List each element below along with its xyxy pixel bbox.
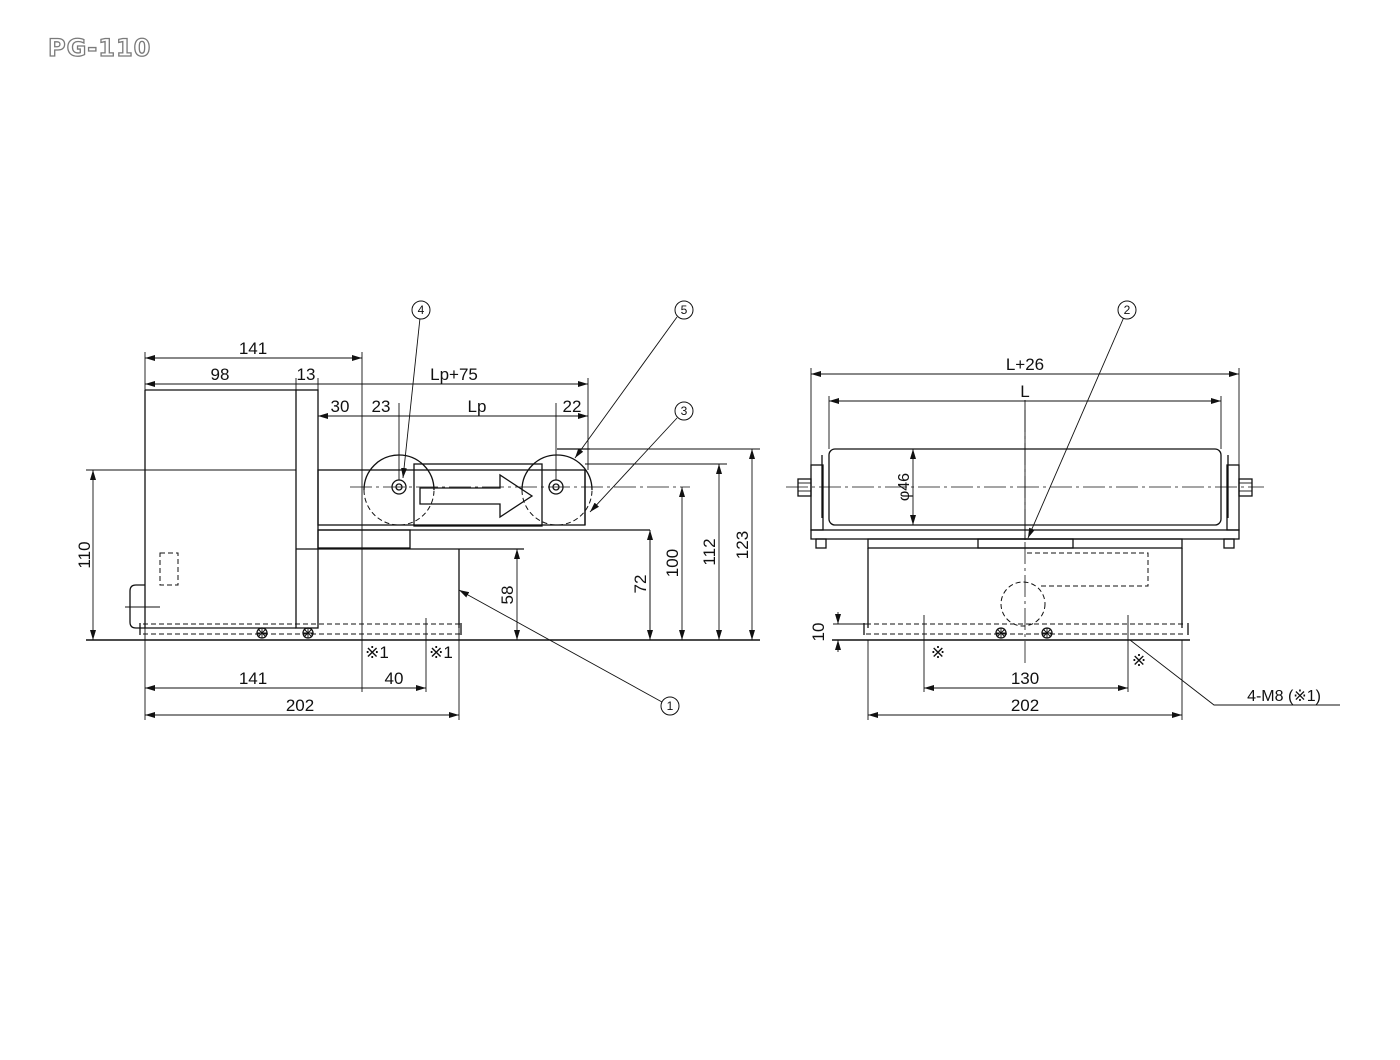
balloon-3 xyxy=(674,401,694,421)
dim-lp75: Lp+75 xyxy=(430,365,478,384)
frame-rail xyxy=(317,469,586,526)
svg-text:4: 4 xyxy=(418,303,425,317)
dim-123: 123 xyxy=(733,531,752,559)
mark-note-a: ※ xyxy=(931,643,945,662)
balloon-5 xyxy=(674,300,694,320)
dim-110: 110 xyxy=(75,541,94,568)
dim-202-side: 202 xyxy=(286,696,314,715)
dim-l: L xyxy=(1020,382,1029,401)
dim-141-bottom: 141 xyxy=(239,669,267,688)
mark-note-1b: ※1 xyxy=(429,643,453,662)
dim-22: 22 xyxy=(563,397,582,416)
dim-72: 72 xyxy=(631,575,650,594)
dim-141-top: 141 xyxy=(239,339,267,358)
front-view: L+26 L φ46 10 130 202 ※ ※ 4-M8 (※1) 2 xyxy=(786,300,1340,720)
callout-4-m8: 4-M8 (※1) xyxy=(1247,688,1321,705)
dim-10: 10 xyxy=(809,623,828,642)
balloon-1 xyxy=(660,696,680,716)
dim-23: 23 xyxy=(372,397,391,416)
svg-text:2: 2 xyxy=(1124,303,1131,317)
balloon-4 xyxy=(411,300,431,320)
mark-note-1a: ※1 xyxy=(365,643,389,662)
dim-30: 30 xyxy=(331,397,350,416)
svg-text:5: 5 xyxy=(681,303,688,317)
dim-l26: L+26 xyxy=(1006,355,1044,374)
dim-13: 13 xyxy=(297,365,316,384)
direction-arrow-icon xyxy=(419,473,534,519)
dim-130: 130 xyxy=(1011,669,1039,688)
side-plate xyxy=(295,389,319,629)
dim-112: 112 xyxy=(700,538,719,565)
drawing-title: PG-110 xyxy=(47,33,152,62)
dim-202-front: 202 xyxy=(1011,696,1039,715)
mark-note-b: ※ xyxy=(1132,651,1146,670)
dim-98: 98 xyxy=(211,365,230,384)
direction-box xyxy=(413,463,543,527)
balloon-2 xyxy=(1117,300,1137,320)
dim-58: 58 xyxy=(498,586,517,605)
dim-100: 100 xyxy=(663,549,682,577)
dim-40: 40 xyxy=(385,669,404,688)
side-view: 141 98 13 Lp+75 30 23 Lp 22 110 58 72 10… xyxy=(75,300,760,720)
dim-lp: Lp xyxy=(468,397,487,416)
roller-right xyxy=(521,454,593,526)
svg-text:3: 3 xyxy=(681,404,688,418)
motor-box xyxy=(144,390,296,629)
dim-phi46: φ46 xyxy=(896,473,913,501)
svg-text:1: 1 xyxy=(667,699,674,713)
